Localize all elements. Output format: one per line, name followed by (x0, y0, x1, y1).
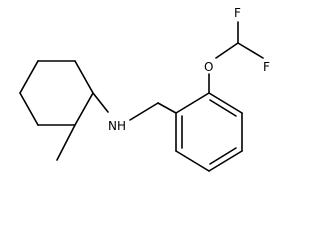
methylene-to-ring-bond (157, 102, 177, 114)
amine-nitrogen-label: NH (108, 119, 126, 133)
ring-bond (208, 92, 243, 114)
ring-to-nitrogen-bond (92, 92, 109, 113)
ring-bond (74, 92, 94, 126)
benzene-ring (175, 92, 243, 172)
ring-bond (208, 150, 243, 172)
molecule-diagram: NH O F F (19, 6, 270, 172)
methyl-bond (56, 124, 76, 161)
aromatic-double-bond (209, 99, 237, 117)
fluorine-right-label: F (263, 60, 270, 74)
fluorine-top-label: F (234, 6, 241, 20)
oxygen-to-carbon-bond (215, 42, 239, 59)
ring-bond (175, 92, 210, 114)
ether-oxygen-label: O (204, 60, 213, 74)
carbon-to-fluorine-right-bond (237, 42, 264, 59)
cyclohexane-ring (19, 60, 94, 126)
ring-bond (74, 60, 94, 94)
aromatic-double-bond (209, 147, 237, 165)
ring-bond (175, 150, 210, 172)
ring-bond (19, 92, 39, 126)
molecule-structure: NH O F F (19, 6, 270, 172)
nitrogen-to-methylene-bond (129, 102, 159, 121)
ring-bond (19, 60, 39, 94)
